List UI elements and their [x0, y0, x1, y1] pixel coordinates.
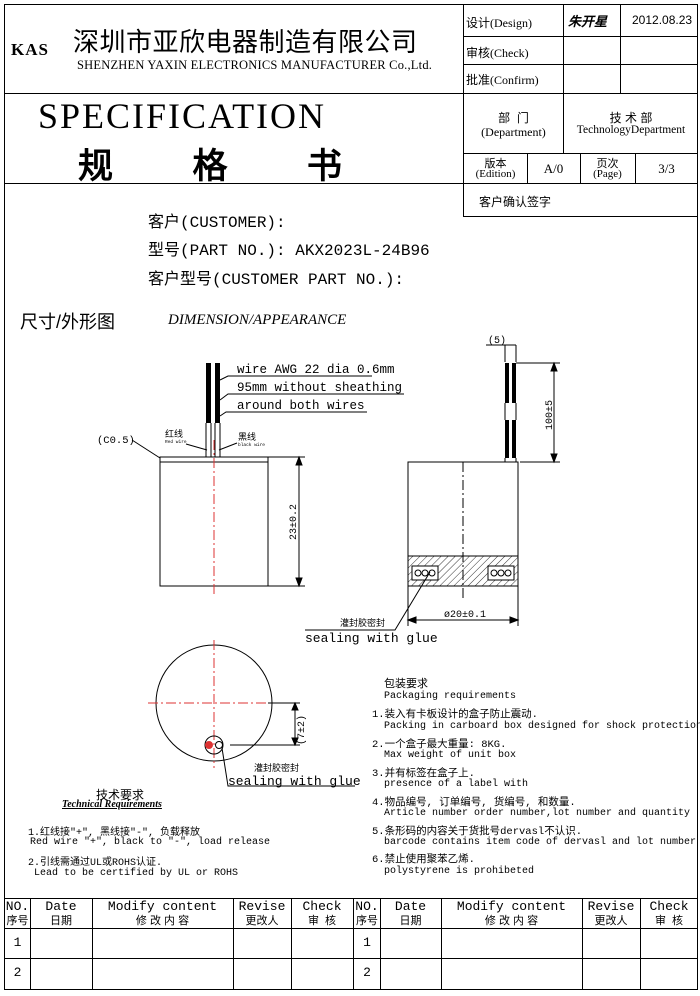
red-wire-cn: 红线 — [165, 428, 183, 440]
design-date: 2012.08.23 — [632, 13, 693, 27]
edition-label-cn: 版本 — [484, 158, 507, 170]
packaging-title-en: Packaging requirements — [384, 691, 517, 702]
customer-label: 客户(CUSTOMER): — [148, 214, 286, 232]
packaging-line-7: 4.物品编号, 订单编号, 货编号, 和数量. — [372, 797, 576, 809]
tech-line-2: Red wire "+", black to "-", load release — [30, 837, 271, 848]
rev-row-1-no: 1 — [13, 935, 22, 950]
design-label: 设计(Design) — [466, 16, 532, 30]
rev-header-revise-cn-right: 更改人 — [594, 915, 628, 927]
wire-note-3: around both wires — [237, 399, 365, 413]
glue2-label-en: sealing with glue — [228, 774, 361, 789]
packaging-line-10: barcode contains item code of dervasl an… — [384, 837, 697, 848]
packaging-line-12: polystyrene is prohibeted — [384, 866, 535, 877]
rev-header-no: NO. — [5, 899, 30, 914]
glue-label-en: sealing with glue — [305, 631, 438, 646]
department-value-cn: 技 术 部 — [609, 111, 653, 125]
height-dimension: 23±0.2 — [289, 504, 300, 540]
company-name-en: SHENZHEN YAXIN ELECTRONICS MANUFACTURER … — [77, 58, 433, 72]
check-label: 审核(Check) — [466, 46, 529, 60]
tech-line-3: 2.引线需通过UL或ROHS认证. — [28, 858, 163, 869]
rev-header-modify: Modify content — [107, 899, 218, 914]
rev-header-modify-cn-right: 修 改 内 容 — [484, 915, 539, 927]
rev-header-date-cn: 日期 — [50, 915, 72, 927]
rev-header-check-cn: 审 核 — [307, 915, 337, 927]
diameter-dimension: ø20±0.1 — [444, 610, 486, 621]
edition-label-en: (Edition) — [475, 168, 516, 180]
rev-header-revise: Revise — [238, 899, 286, 914]
customer-part-no-label: 客户型号(CUSTOMER PART NO.): — [148, 271, 405, 289]
rev-header-no-right: NO. — [355, 899, 379, 914]
rev-row-1-no-right: 1 — [363, 935, 371, 950]
part-no-line: 型号(PART NO.): AKX2023L-24B96 — [148, 236, 430, 260]
page-value: 3/3 — [658, 161, 675, 176]
page-label-en: (Page) — [593, 168, 622, 180]
rev-header-no-cn-right: 序号 — [356, 915, 378, 927]
spec-title-en: SPECIFICATION — [38, 96, 327, 136]
rev-header-check-cn-right: 审 核 — [654, 915, 684, 927]
front-view — [131, 363, 404, 595]
packaging-line-8: Article number order number,lot number a… — [384, 808, 691, 819]
rev-row-2-no-right: 2 — [363, 965, 371, 980]
lead-length-dimension: 100±5 — [545, 400, 556, 430]
packaging-line-5: 3.并有标签在盒子上. — [372, 768, 475, 780]
rev-header-date: Date — [45, 899, 77, 914]
page-label-cn: 页次 — [596, 158, 619, 170]
side-view — [305, 344, 560, 631]
packaging-line-1: 1.装入有卡板设计的盒子防止震动. — [372, 709, 538, 721]
chamfer-label: (C0.5) — [97, 435, 135, 447]
rev-header-check: Check — [302, 899, 342, 914]
rev-header-revise-right: Revise — [587, 899, 635, 914]
red-wire-en: Red wire — [165, 439, 187, 445]
rev-header-modify-right: Modify content — [456, 899, 567, 914]
wire-note-2: 95mm without sheathing — [237, 381, 402, 395]
dimension-drawing: wire AWG 22 dia 0.6mm 95mm without sheat… — [97, 335, 560, 789]
packaging-line-11: 6.禁止使用聚苯乙烯. — [372, 854, 475, 866]
glue-label-cn: 灌封胶密封 — [340, 617, 385, 629]
rev-header-date-right: Date — [394, 899, 427, 914]
department-label-en: (Department) — [481, 125, 546, 139]
part-no-value: AKX2023L-24B96 — [295, 242, 430, 260]
rev-header-modify-cn: 修 改 内 容 — [135, 915, 190, 927]
spec-title-cn: 规 格 书 — [78, 147, 362, 186]
tech-line-1: 1.红线接"+", 黑线接"-", 负载释放 — [28, 828, 201, 839]
confirm-label: 批准(Confirm) — [466, 73, 539, 87]
company-name-cn: 深圳市亚欣电器制造有限公司 — [73, 27, 418, 57]
part-no-label: 型号(PART NO.): — [148, 242, 296, 260]
black-wire-en: black wire — [238, 442, 265, 448]
tech-title-en: Technical Requirements — [62, 799, 162, 810]
packaging-line-3: 2.一个盒子最大重量: 8KG. — [372, 739, 507, 751]
company-logo: KAS — [11, 40, 49, 59]
design-signature: 朱开星 — [568, 14, 608, 29]
bottom-view — [148, 640, 355, 787]
department-value-en: TechnologyDepartment — [576, 124, 686, 136]
tech-title-cn: 技术要求 — [96, 788, 145, 802]
wire-note-1: wire AWG 22 dia 0.6mm — [237, 363, 395, 377]
department-label-cn: 部 门 — [498, 111, 529, 125]
black-wire-cn: 黑线 — [238, 431, 256, 443]
rev-header-date-cn-right: 日期 — [399, 915, 422, 927]
edition-value: A/0 — [543, 161, 564, 176]
rev-header-check-right: Check — [649, 899, 689, 914]
rev-row-2-no: 2 — [13, 965, 22, 980]
packaging-line-2: Packing in carboard box designed for sho… — [384, 721, 700, 732]
packaging-line-6: presence of a label with — [384, 779, 529, 790]
section-title-cn: 尺寸/外形图 — [20, 312, 116, 332]
lead-gap-dimension: (5) — [488, 335, 506, 347]
customer-confirm-label: 客户确认签字 — [479, 195, 552, 209]
packaging-line-9: 5.条形码的内容关于货批号dervasl不认识. — [372, 826, 583, 838]
packaging-line-4: Max weight of unit box — [384, 750, 517, 761]
glue2-label-cn: 灌封胶密封 — [254, 762, 299, 774]
page-frame — [4, 4, 698, 990]
rev-header-revise-cn: 更改人 — [245, 915, 279, 927]
rev-header-no-cn: 序号 — [6, 915, 29, 927]
packaging-title-cn: 包装要求 — [384, 678, 428, 690]
offset-dimension: (7±2) — [296, 715, 308, 745]
section-title-en: DIMENSION/APPEARANCE — [168, 312, 347, 328]
tech-line-4: Lead to be certified by UL or ROHS — [34, 868, 239, 879]
